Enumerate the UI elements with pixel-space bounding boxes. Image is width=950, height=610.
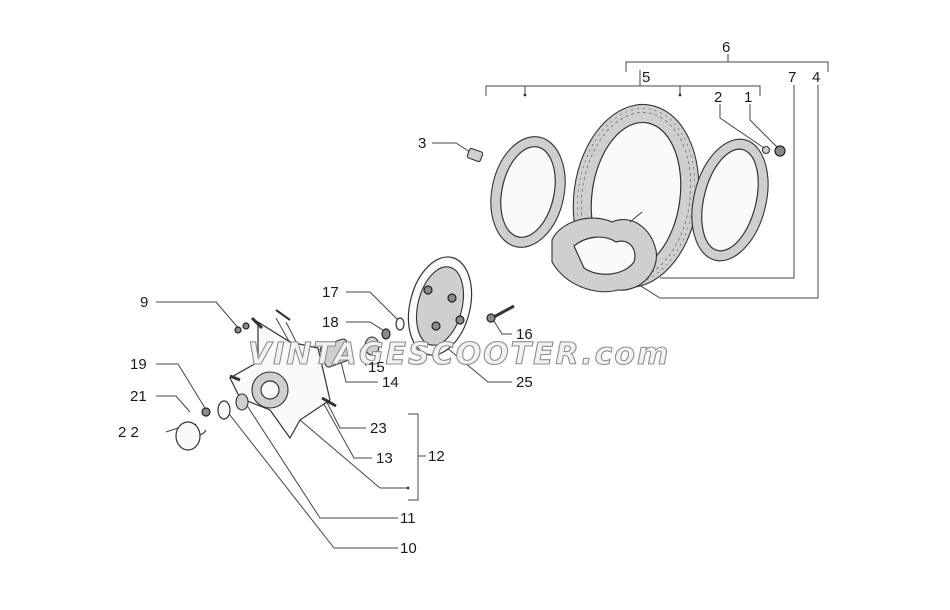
wheel-hub <box>229 309 337 440</box>
hub-washers <box>217 393 249 420</box>
callout-12: 12 <box>428 448 445 465</box>
callout-1: 1 <box>744 89 752 106</box>
hub-nuts <box>234 322 250 334</box>
callout-9: 9 <box>140 294 148 311</box>
stud-bolt <box>486 304 515 323</box>
rim-half-right <box>691 138 769 262</box>
callout-14: 14 <box>382 374 399 391</box>
callout-13: 13 <box>376 450 393 467</box>
brake-plate <box>407 256 473 356</box>
rim-bolt <box>466 147 484 163</box>
leader-lines <box>156 54 829 549</box>
callout-23: 23 <box>370 420 387 437</box>
callout-5: 5 <box>642 69 650 86</box>
callout-4: 4 <box>812 69 820 86</box>
callout-22: 2 2 <box>118 424 139 441</box>
callout-11: 11 <box>400 510 416 527</box>
rim-half-left <box>490 136 566 248</box>
callout-10: 10 <box>400 540 417 557</box>
callout-25: 25 <box>516 374 533 391</box>
callout-19: 19 <box>130 356 147 373</box>
bearing <box>319 338 353 368</box>
callout-3: 3 <box>418 135 426 152</box>
callout-21: 21 <box>130 388 147 405</box>
shaft-rings <box>364 317 405 356</box>
callout-16: 16 <box>516 326 533 343</box>
rim-nut-washer <box>761 145 786 157</box>
callout-18: 18 <box>322 314 339 331</box>
axle-cap-parts <box>175 407 211 451</box>
callout-6: 6 <box>722 39 730 56</box>
callout-15: 15 <box>368 359 385 376</box>
callout-2: 2 <box>714 89 722 106</box>
callout-7: 7 <box>788 69 796 86</box>
callout-labels: 6 5 7 4 2 1 3 17 9 18 16 19 15 14 25 21 … <box>118 39 820 557</box>
watermark-text: VINTAGESCOOTER.com <box>248 337 670 372</box>
callout-17: 17 <box>322 284 339 301</box>
inner-tube <box>551 211 658 293</box>
